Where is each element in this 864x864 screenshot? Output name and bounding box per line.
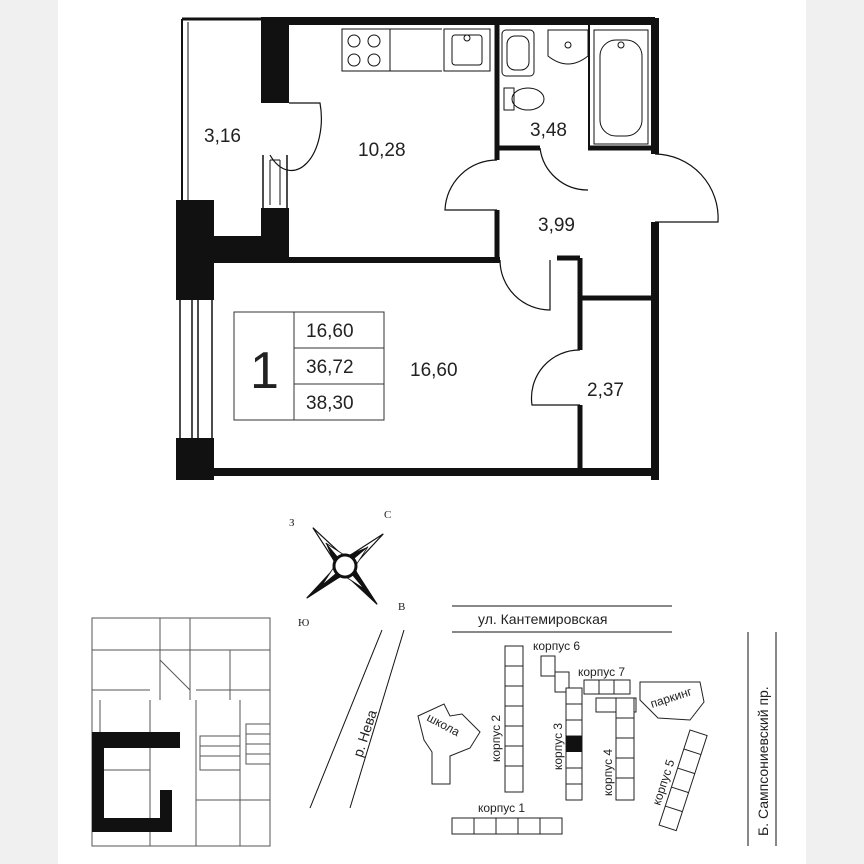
selected-building-section bbox=[566, 736, 582, 752]
kitchen-area: 10,28 bbox=[358, 140, 406, 161]
street-kantemirovskaya-label: ул. Кантемировская bbox=[478, 611, 607, 627]
korpus-7-label: корпус 7 bbox=[578, 665, 625, 679]
hall-area: 3,99 bbox=[538, 215, 575, 236]
stove-icon bbox=[341, 28, 442, 72]
compass-west-label: З bbox=[289, 517, 295, 529]
rooms-count: 1 bbox=[250, 342, 279, 400]
korpus-1-label: корпус 1 bbox=[478, 801, 525, 815]
korpus-4-label: корпус 4 bbox=[601, 749, 615, 796]
wall-block bbox=[261, 17, 289, 103]
building-school bbox=[417, 703, 481, 785]
building-parking bbox=[639, 681, 705, 721]
korpus-2-label: корпус 2 bbox=[489, 715, 503, 762]
wall-block bbox=[176, 438, 214, 480]
area-summary-table bbox=[233, 311, 385, 421]
building-korpus-4 bbox=[595, 697, 637, 801]
compass-east-label: В bbox=[398, 601, 405, 613]
wall-block bbox=[176, 236, 288, 260]
korpus-6-label: корпус 6 bbox=[533, 639, 580, 653]
bathroom-area: 3,48 bbox=[530, 120, 567, 141]
highlighted-apartment-marker bbox=[92, 732, 180, 832]
apartment-floor-plan bbox=[176, 17, 719, 480]
river-neva-label: р. Нева bbox=[350, 708, 380, 759]
compass-north-label: С bbox=[384, 509, 391, 521]
building-korpus-1 bbox=[451, 817, 563, 835]
building-korpus-7 bbox=[583, 679, 631, 695]
living-room-area: 16,60 bbox=[410, 360, 458, 381]
river-bank-line bbox=[349, 629, 405, 809]
total-area-with-balcony: 38,30 bbox=[306, 393, 354, 414]
compass-south-label: Ю bbox=[298, 617, 309, 629]
toilet-icon bbox=[503, 87, 545, 111]
river-bank-line bbox=[309, 629, 383, 809]
sink-icon bbox=[443, 28, 491, 72]
washbasin-icon bbox=[547, 29, 589, 65]
total-area: 36,72 bbox=[306, 357, 354, 378]
compass-rose-icon bbox=[306, 527, 384, 605]
korpus-3-label: корпус 3 bbox=[551, 723, 565, 770]
storage-area: 2,37 bbox=[587, 380, 624, 401]
living-area-total: 16,60 bbox=[306, 321, 354, 342]
washing-machine-icon bbox=[501, 29, 535, 77]
street-sampsonievsky-label: Б. Сампсониевский пр. bbox=[755, 686, 771, 836]
building-korpus-2 bbox=[504, 645, 524, 793]
bathtub-icon bbox=[593, 29, 649, 145]
building-korpus-5 bbox=[658, 729, 708, 832]
balcony-area: 3,16 bbox=[204, 126, 241, 147]
